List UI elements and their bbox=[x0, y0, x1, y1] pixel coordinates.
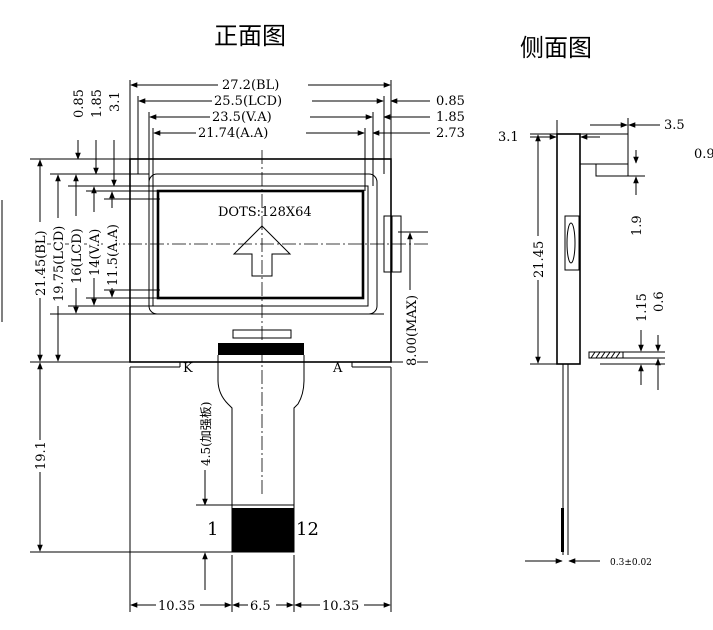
side-dim-2-label: 0.6 bbox=[652, 291, 667, 312]
dim-aa-width-label: 21.74(A.A) bbox=[198, 126, 268, 141]
dim-bl-width-label: 27.2(BL) bbox=[222, 78, 279, 93]
dim-left-2-label: 1.85 bbox=[90, 89, 105, 118]
front-view: DOTS:128X64 K A 1 12 bbox=[40, 150, 430, 553]
side-dim-1-label: 1.15 bbox=[635, 293, 650, 322]
dim-right-3-label: 2.73 bbox=[436, 126, 465, 141]
pin-k-label: K bbox=[183, 361, 193, 376]
side-body bbox=[556, 133, 581, 365]
side-view: 3.1 3.5 0.9 1.9 21.45 1.15 0.6 0.3±0.02 bbox=[498, 118, 713, 568]
dim-fpc-length-label: 19.1 bbox=[34, 441, 49, 470]
fpc-connector bbox=[218, 343, 304, 355]
viewing-area bbox=[152, 185, 369, 307]
front-view-title: 正面图 bbox=[214, 22, 286, 50]
fpc-contacts bbox=[232, 508, 294, 552]
dim-left-3-label: 3.1 bbox=[108, 91, 123, 112]
dim-left-1-label: 0.85 bbox=[72, 89, 87, 118]
side-offset-label: 1.9 bbox=[630, 215, 645, 236]
side-height-label: 21.45 bbox=[532, 241, 547, 278]
dim-lcd-height-1-label: 19.75(LCD) bbox=[52, 226, 67, 302]
dim-lcd-width-label: 25.5(LCD) bbox=[214, 94, 282, 109]
dim-stiffener-label: 4.5(加强板) bbox=[199, 402, 213, 466]
side-view-title: 侧面图 bbox=[520, 34, 592, 62]
orientation-arrow-icon bbox=[232, 225, 292, 277]
left-dimensions: 21.45(BL) 19.75(LCD) 16(LCD) 14(V.A) 11.… bbox=[1, 158, 160, 363]
top-dimensions: 27.2(BL) 25.5(LCD) 23.5(V.A) 21.74(A.A) … bbox=[72, 76, 465, 191]
side-cut-label: 0.9 bbox=[694, 147, 713, 162]
dim-aa-height-label: 11.5(A.A) bbox=[106, 224, 121, 286]
dim-max-height-label: 8.00(MAX) bbox=[405, 295, 420, 366]
side-top-right-label: 3.5 bbox=[664, 118, 685, 133]
slot bbox=[232, 329, 292, 339]
dim-right-1-label: 0.85 bbox=[436, 94, 465, 109]
dim-right-2-label: 1.85 bbox=[436, 110, 465, 125]
dim-bottom-mid-label: 6.5 bbox=[250, 599, 271, 614]
side-width-label: 3.1 bbox=[498, 130, 519, 145]
pin-12-label: 12 bbox=[296, 519, 319, 540]
dim-bl-height-label: 21.45(BL) bbox=[34, 230, 49, 296]
dim-lcd-height-2-label: 16(LCD) bbox=[70, 228, 85, 284]
backlight-outline bbox=[129, 158, 392, 363]
dim-bottom-left-label: 10.35 bbox=[158, 599, 195, 614]
dim-va-width-label: 23.5(V.A) bbox=[212, 110, 272, 125]
dim-va-height-label: 14(V.A) bbox=[88, 229, 103, 276]
pin-1-label: 1 bbox=[207, 519, 218, 540]
side-tab-profile bbox=[564, 215, 580, 271]
active-area bbox=[156, 189, 365, 300]
panel-resolution-text: DOTS:128X64 bbox=[218, 205, 312, 220]
pin-a-label: A bbox=[332, 361, 343, 376]
side-fpc-thickness-label: 0.3±0.02 bbox=[610, 558, 652, 568]
dim-bottom-right-label: 10.35 bbox=[322, 599, 359, 614]
misc-dimensions: 8.00(MAX) 19.1 4.5(加强板) 10.35 6.5 10.35 bbox=[30, 231, 428, 614]
